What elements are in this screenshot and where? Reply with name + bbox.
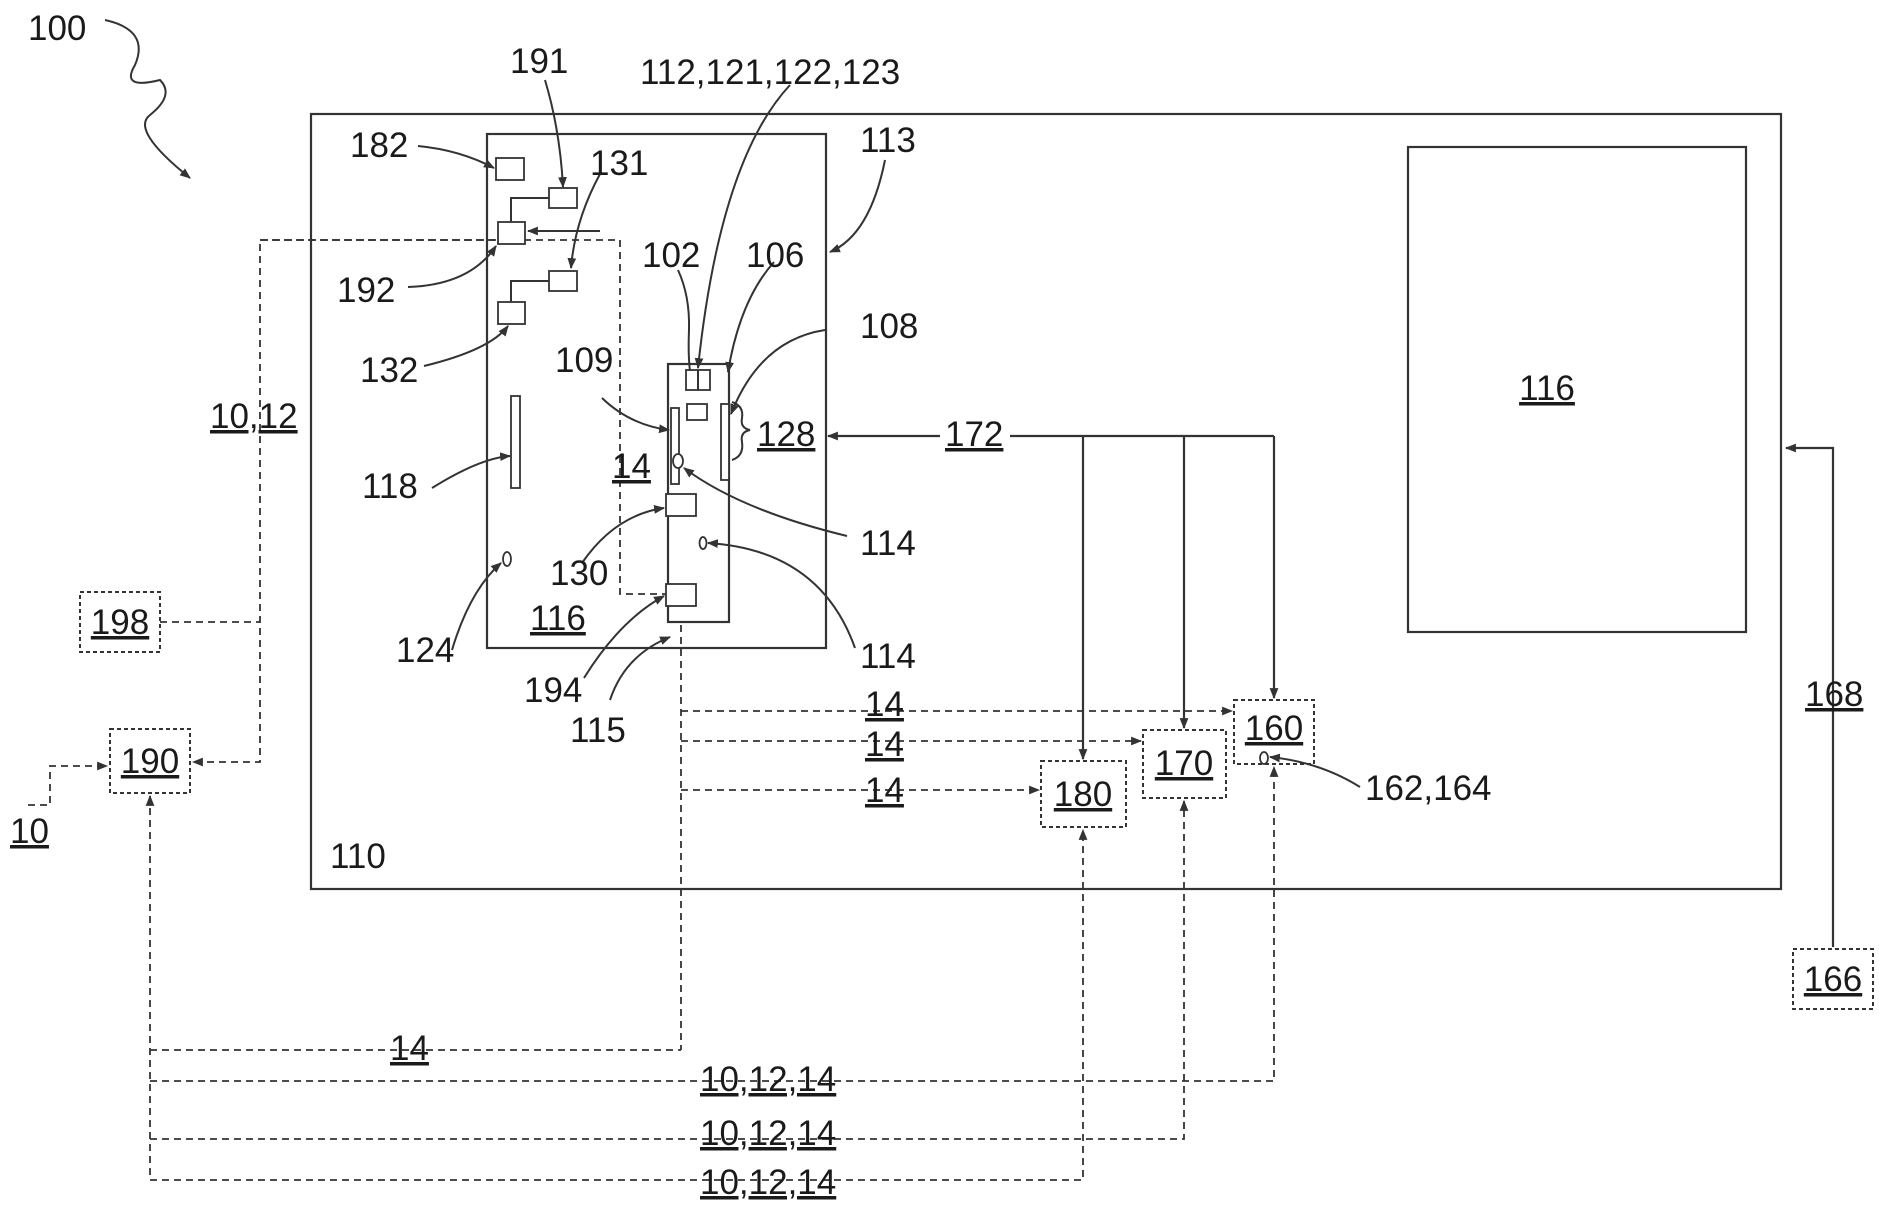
- label-166: 166: [1804, 960, 1862, 999]
- label-128: 128: [757, 415, 815, 454]
- label-118: 118: [362, 467, 418, 506]
- label-194: 194: [524, 671, 582, 710]
- label-108: 108: [860, 307, 918, 346]
- label-182: 182: [350, 126, 408, 165]
- element-132: [498, 302, 525, 324]
- label-14-bottom: 14: [390, 1029, 429, 1068]
- element-130: [666, 494, 696, 516]
- label-114-b: 114: [860, 637, 916, 676]
- label-172: 172: [945, 415, 1003, 454]
- plate-108: [721, 404, 729, 480]
- label-131: 131: [590, 144, 648, 183]
- label-162: 162,164: [1365, 769, 1492, 808]
- element-131: [549, 271, 577, 291]
- label-160: 160: [1245, 709, 1303, 748]
- sensor-162: [1260, 752, 1268, 764]
- plate-109: [671, 408, 679, 484]
- label-14-to-180: 14: [865, 771, 904, 810]
- sensor-114-a: [673, 454, 683, 468]
- dashed-region-14: [260, 240, 668, 594]
- label-102: 102: [642, 236, 700, 275]
- label-190: 190: [121, 742, 179, 781]
- label-198: 198: [91, 603, 149, 642]
- compartment-113: [487, 134, 826, 648]
- label-170: 170: [1155, 744, 1213, 783]
- label-109: 109: [555, 341, 613, 380]
- label-114-a: 114: [860, 524, 916, 563]
- label-124: 124: [396, 631, 454, 670]
- label-168: 168: [1805, 675, 1863, 714]
- label-106: 106: [746, 236, 804, 275]
- label-116-inner: 116: [530, 599, 586, 638]
- label-116-right: 116: [1519, 369, 1575, 408]
- sensor-124: [503, 552, 511, 566]
- label-10-12-14-c: 10,12,14: [700, 1163, 836, 1202]
- label-113: 113: [860, 121, 916, 160]
- label-192: 192: [337, 271, 395, 310]
- element-191: [549, 188, 577, 208]
- label-10-12-14-a: 10,12,14: [700, 1060, 836, 1099]
- dashed-line-10-12: [193, 240, 496, 762]
- label-191: 191: [510, 42, 568, 81]
- sensor-114-b: [700, 537, 707, 549]
- element-194: [666, 584, 696, 606]
- label-180: 180: [1054, 775, 1112, 814]
- label-115: 115: [570, 711, 626, 750]
- label-10: 10: [10, 812, 49, 851]
- element-121: [687, 404, 707, 420]
- label-14-to-160: 14: [865, 685, 904, 724]
- brace-128: [732, 402, 750, 460]
- component-116-right: [1408, 147, 1746, 632]
- label-100: 100: [28, 9, 86, 48]
- label-130: 130: [550, 554, 608, 593]
- label-132: 132: [360, 351, 418, 390]
- element-192: [498, 222, 525, 244]
- label-14-region: 14: [612, 447, 651, 486]
- element-182: [496, 158, 524, 180]
- bar-118: [511, 396, 520, 488]
- label-14-to-170: 14: [865, 725, 904, 764]
- label-10-12-14-b: 10,12,14: [700, 1114, 836, 1153]
- label-112: 112,121,122,123: [640, 53, 900, 92]
- label-10-12: 10,12: [210, 397, 298, 436]
- label-110: 110: [330, 837, 386, 876]
